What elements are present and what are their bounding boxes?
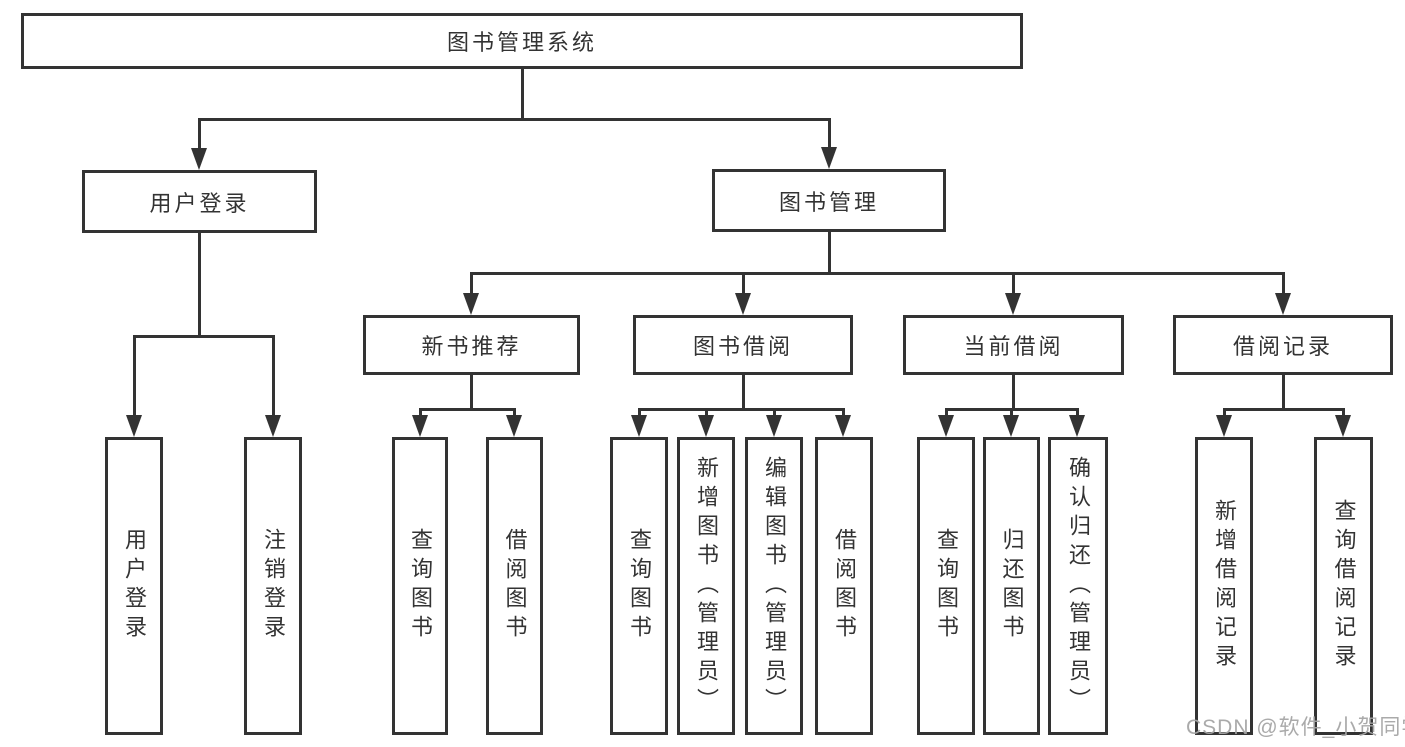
connector-line: [1076, 408, 1079, 418]
connector-line: [705, 408, 708, 418]
connector-line: [198, 233, 201, 335]
leaf-user-login: 用户登录: [105, 437, 163, 735]
connector-line: [828, 118, 831, 150]
arrow-down-icon: [698, 415, 714, 437]
node-borrow-record-label: 借阅记录: [1232, 334, 1333, 359]
leaf-add-borrow-record: 新增借阅记录: [1195, 437, 1253, 735]
arrow-down-icon: [766, 415, 782, 437]
node-borrow-record: 借阅记录: [1173, 315, 1393, 375]
arrow-down-icon: [735, 293, 751, 315]
connector-line: [198, 118, 201, 150]
arrow-down-icon: [1275, 293, 1291, 315]
connector-line: [1342, 408, 1345, 418]
leaf-borrow-query-book: 查询图书: [610, 437, 668, 735]
connector-line: [742, 272, 745, 294]
leaf-add-book-admin-label: 新增图书（管理员）: [694, 455, 719, 717]
arrow-down-icon: [938, 415, 954, 437]
arrow-down-icon: [126, 415, 142, 437]
arrow-down-icon: [463, 293, 479, 315]
leaf-add-book-admin: 新增图书（管理员）: [677, 437, 735, 735]
connector-line: [133, 335, 275, 338]
arrow-down-icon: [265, 415, 281, 437]
leaf-recommend-query-book-label: 查询图书: [408, 528, 433, 644]
arrow-down-icon: [1003, 415, 1019, 437]
connector-line: [1012, 375, 1015, 408]
arrow-down-icon: [506, 415, 522, 437]
leaf-recommend-borrow-book: 借阅图书: [486, 437, 543, 735]
connector-line: [521, 69, 524, 118]
node-root: 图书管理系统: [21, 13, 1023, 69]
leaf-recommend-query-book: 查询图书: [392, 437, 448, 735]
node-book-management: 图书管理: [712, 169, 946, 232]
node-user-login-branch-label: 用户登录: [149, 190, 250, 216]
arrow-down-icon: [412, 415, 428, 437]
leaf-user-login-label: 用户登录: [122, 528, 147, 644]
connector-line: [470, 272, 1285, 275]
arrow-down-icon: [1069, 415, 1085, 437]
leaf-borrow-query-book-label: 查询图书: [627, 528, 652, 644]
connector-line: [133, 335, 136, 417]
leaf-edit-book-admin-label: 编辑图书（管理员）: [762, 455, 787, 717]
connector-line: [773, 408, 776, 418]
arrow-down-icon: [631, 415, 647, 437]
node-root-label: 图书管理系统: [446, 30, 597, 55]
connector-line: [1012, 272, 1015, 294]
leaf-current-query-book-label: 查询图书: [934, 528, 959, 644]
connector-line: [470, 272, 473, 294]
leaf-current-query-book: 查询图书: [917, 437, 975, 735]
csdn-watermark: CSDN @软件_小贺同学: [1186, 716, 1405, 739]
leaf-query-borrow-record-label: 查询借阅记录: [1331, 499, 1357, 673]
connector-line: [419, 408, 516, 411]
connector-line: [198, 118, 831, 121]
arrow-down-icon: [821, 147, 837, 169]
node-user-login-branch: 用户登录: [82, 170, 317, 233]
connector-line: [272, 335, 275, 417]
connector-line: [419, 408, 422, 418]
node-new-book-recommend: 新书推荐: [363, 315, 580, 375]
node-book-management-label: 图书管理: [778, 189, 879, 215]
connector-line: [513, 408, 516, 418]
leaf-logout: 注销登录: [244, 437, 302, 735]
connector-line: [1223, 408, 1344, 411]
leaf-recommend-borrow-book-label: 借阅图书: [502, 528, 528, 644]
node-book-borrow-label: 图书借阅: [692, 334, 793, 359]
leaf-confirm-return-admin: 确认归还（管理员）: [1048, 437, 1108, 735]
connector-line: [638, 408, 641, 418]
arrow-down-icon: [191, 148, 207, 170]
connector-line: [742, 375, 745, 408]
leaf-return-book: 归还图书: [983, 437, 1040, 735]
leaf-borrow-book: 借阅图书: [815, 437, 873, 735]
connector-line: [945, 408, 948, 418]
leaf-query-borrow-record: 查询借阅记录: [1314, 437, 1373, 735]
node-new-book-recommend-label: 新书推荐: [421, 334, 522, 359]
arrow-down-icon: [835, 415, 851, 437]
connector-line: [842, 408, 845, 418]
leaf-add-borrow-record-label: 新增借阅记录: [1212, 499, 1237, 673]
leaf-return-book-label: 归还图书: [999, 528, 1025, 644]
arrow-down-icon: [1005, 293, 1021, 315]
leaf-edit-book-admin: 编辑图书（管理员）: [745, 437, 803, 735]
node-book-borrow: 图书借阅: [633, 315, 853, 375]
node-current-borrow-label: 当前借阅: [963, 334, 1064, 359]
leaf-borrow-book-label: 借阅图书: [832, 528, 857, 644]
connector-line: [1282, 375, 1285, 408]
arrow-down-icon: [1216, 415, 1232, 437]
connector-line: [470, 375, 473, 408]
connector-line: [828, 232, 831, 272]
connector-line: [1010, 408, 1013, 418]
connector-line: [1223, 408, 1226, 418]
connector-line: [1282, 272, 1285, 294]
arrow-down-icon: [1335, 415, 1351, 437]
connector-line: [638, 408, 845, 411]
leaf-logout-label: 注销登录: [261, 528, 286, 644]
node-current-borrow: 当前借阅: [903, 315, 1124, 375]
leaf-confirm-return-admin-label: 确认归还（管理员）: [1066, 455, 1091, 717]
